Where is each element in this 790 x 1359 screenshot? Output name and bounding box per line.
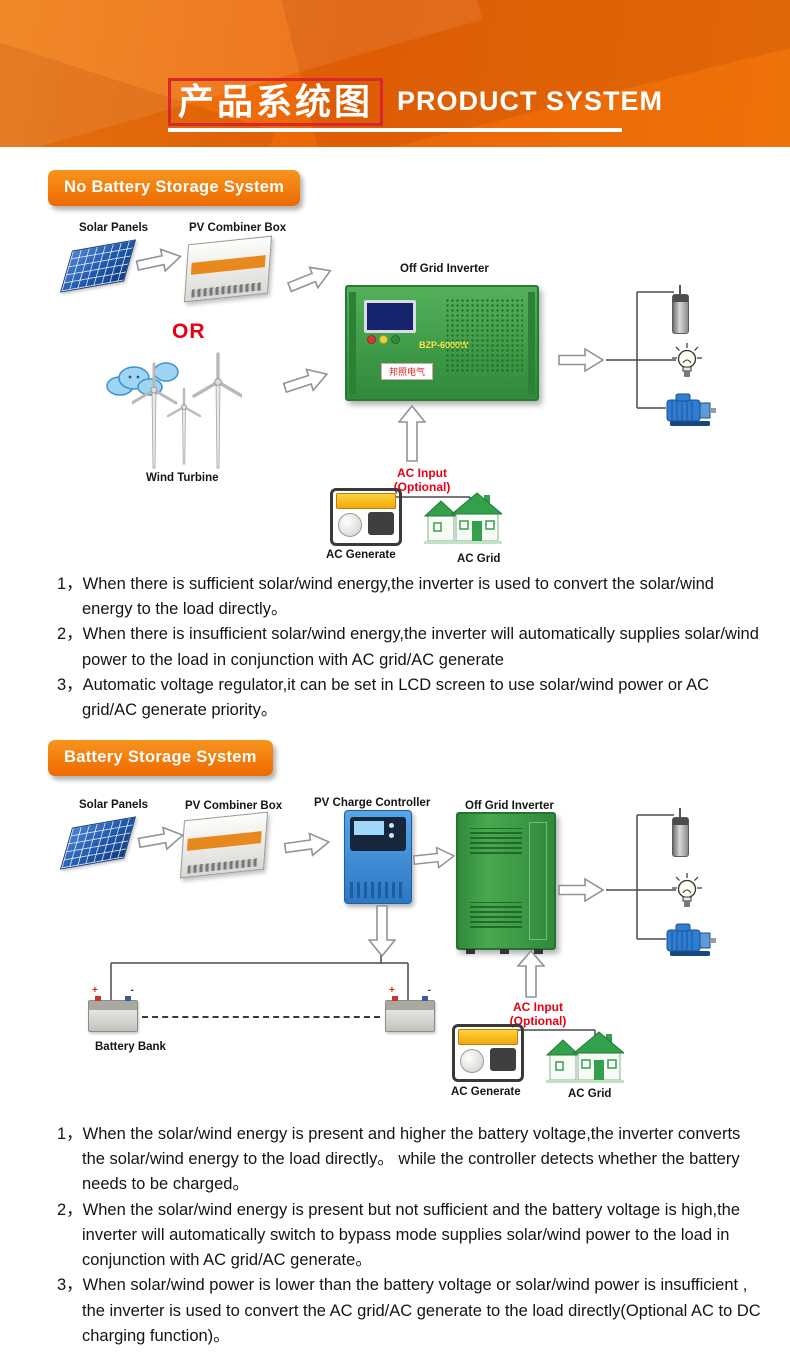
wind-turbine-icon — [132, 352, 242, 470]
pv-combiner-label: PV Combiner Box — [189, 222, 287, 234]
flow-arrow-icon — [280, 362, 332, 401]
pv-combiner-label: PV Combiner Box — [185, 800, 283, 812]
motor-icon — [664, 920, 718, 958]
note-item: 2，When there is insufficient solar/wind … — [57, 625, 759, 669]
note-item: 1，When there is sufficient solar/wind en… — [57, 575, 714, 619]
ac-grid-house-icon — [424, 489, 502, 545]
ac-generate-label: AC Generate — [451, 1086, 521, 1098]
battery-dashed-link — [142, 1016, 380, 1018]
off-grid-inverter-icon: BZP-6000W 邦照电气 — [345, 285, 539, 401]
water-pump-icon — [672, 808, 689, 857]
ac-input-label: AC Input (Optional) — [509, 1000, 567, 1029]
title-english: PRODUCT SYSTEM — [397, 86, 664, 117]
ac-grid-label: AC Grid — [568, 1088, 612, 1100]
flow-arrow-icon — [558, 347, 604, 373]
note-item: 2，When the solar/wind energy is present … — [57, 1200, 741, 1270]
inverter-brand-text: 邦照电气 — [381, 363, 434, 380]
inverter-model-text: BZP-6000W — [419, 340, 469, 350]
ac-generator-icon — [330, 488, 402, 546]
section2-notes: 1，When the solar/wind energy is present … — [57, 1122, 765, 1349]
light-bulb-icon — [672, 343, 702, 381]
ac-generator-icon — [452, 1024, 524, 1082]
light-bulb-icon — [672, 873, 702, 911]
section1-badge: No Battery Storage System — [48, 170, 301, 206]
inverter-vent-grid — [445, 298, 523, 372]
pv-charge-controller-icon — [344, 810, 412, 904]
pv-combiner-box-icon — [183, 235, 273, 303]
up-arrow-icon — [517, 950, 545, 998]
solar-panels-label: Solar Panels — [79, 799, 149, 811]
page-title: 产品系统图 PRODUCT SYSTEM — [168, 78, 663, 126]
note-item: 3，When solar/wind power is lower than th… — [57, 1276, 761, 1345]
clouds-icon — [100, 356, 182, 400]
ac-generate-label: AC Generate — [326, 549, 396, 561]
water-pump-icon — [672, 285, 689, 334]
title-underline — [168, 128, 622, 132]
inverter-lcd-screen — [364, 300, 416, 333]
battery-icon: + - — [385, 985, 435, 1032]
off-grid-inverter-cabinet-icon — [456, 812, 556, 954]
flow-arrow-icon — [282, 829, 331, 861]
solar-panel-icon — [59, 239, 137, 293]
pv-charge-controller-label: PV Charge Controller — [314, 797, 431, 809]
battery-bank-label: Battery Bank — [95, 1041, 166, 1053]
section1-notes: 1，When there is sufficient solar/wind en… — [57, 572, 765, 723]
ac-grid-label: AC Grid — [457, 553, 501, 565]
pv-combiner-box-icon — [179, 811, 269, 879]
flow-arrow-icon — [136, 822, 186, 856]
off-grid-inverter-label: Off Grid Inverter — [400, 263, 489, 275]
off-grid-inverter-label: Off Grid Inverter — [465, 800, 554, 812]
solar-panels-label: Solar Panels — [79, 222, 149, 234]
section2-badge: Battery Storage System — [48, 740, 273, 776]
flow-arrow-icon — [412, 844, 456, 872]
ac-grid-house-icon — [546, 1028, 624, 1084]
flow-arrow-icon — [284, 258, 336, 299]
title-chinese: 产品系统图 — [168, 78, 384, 126]
page-header: 产品系统图 PRODUCT SYSTEM — [0, 0, 790, 147]
note-item: 3，Automatic voltage regulator,it can be … — [57, 675, 710, 720]
up-arrow-icon — [398, 405, 426, 462]
flow-arrow-icon — [558, 877, 604, 903]
motor-icon — [664, 390, 718, 428]
down-arrow-icon — [368, 905, 396, 957]
solar-panel-icon — [59, 816, 137, 870]
or-label: OR — [172, 320, 206, 343]
wind-turbine-label: Wind Turbine — [146, 472, 219, 484]
flow-arrow-icon — [134, 244, 184, 279]
ac-input-label: AC Input (Optional) — [393, 466, 451, 495]
note-item: 1，When the solar/wind energy is present … — [57, 1125, 741, 1194]
battery-icon: + - — [88, 985, 138, 1032]
